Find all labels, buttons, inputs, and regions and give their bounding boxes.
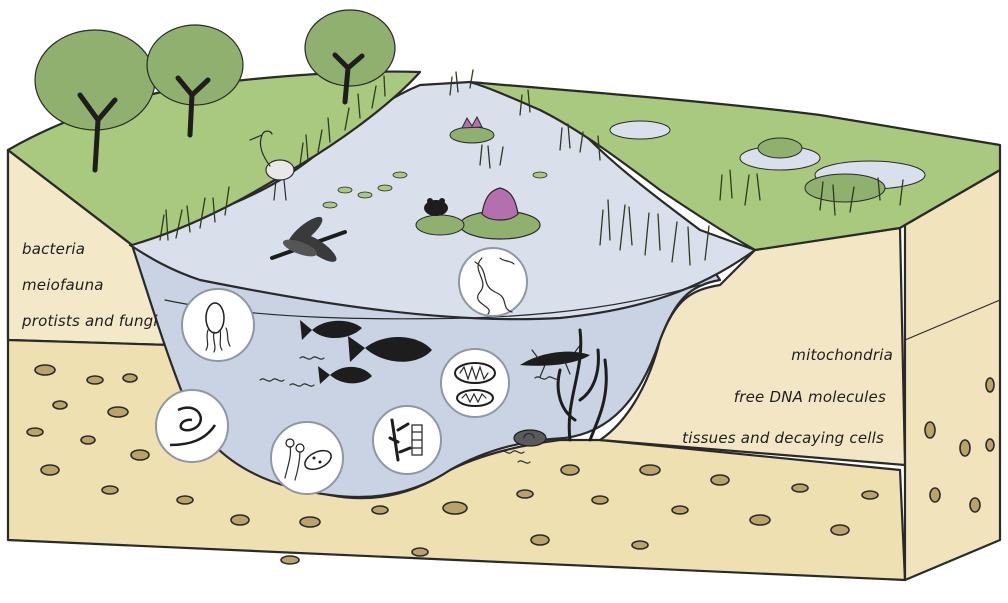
label-protists-and-fungi: protists and fungi [21, 312, 158, 330]
label-meiofauna: meiofauna [22, 276, 104, 294]
stone-icon [412, 548, 428, 556]
stone-icon [792, 484, 808, 492]
inset-diatom [373, 406, 441, 474]
stone-icon [231, 515, 249, 525]
stone-icon [632, 541, 648, 549]
label-free-dna-molecules: free DNA molecules [734, 388, 886, 406]
stone-icon [831, 525, 849, 535]
stone-icon [592, 496, 608, 504]
stone-icon [862, 491, 878, 499]
stone-icon [41, 465, 59, 475]
frog-icon [424, 198, 448, 216]
inset-nematode [156, 390, 228, 462]
label-mitochondria: mitochondria [791, 346, 893, 364]
inset-dna [459, 248, 527, 316]
stone-icon [672, 506, 688, 514]
stone-icon [177, 496, 193, 504]
stone-icon [443, 502, 467, 514]
stone-icon [35, 365, 55, 375]
stone-icon [960, 440, 970, 456]
stone-icon [561, 465, 579, 475]
stone-icon [372, 506, 388, 514]
stone-icon [81, 436, 95, 444]
inset-mitochondrion [441, 349, 509, 417]
snail-icon [514, 430, 546, 446]
stone-icon [930, 488, 940, 502]
stone-icon [750, 515, 770, 525]
stone-icon [300, 517, 320, 527]
stone-icon [517, 490, 533, 498]
inset-protist [182, 289, 254, 361]
stone-icon [986, 439, 994, 451]
stone-icon [640, 465, 660, 475]
stone-icon [27, 428, 43, 436]
stone-icon [925, 422, 935, 438]
stone-icon [970, 498, 980, 512]
stone-icon [53, 401, 67, 409]
stone-icon [281, 556, 299, 564]
stone-icon [108, 407, 128, 417]
stone-icon [711, 475, 729, 485]
label-tissues-and-decaying-cells: tissues and decaying cells [682, 429, 884, 447]
stone-icon [102, 486, 118, 494]
stone-icon [986, 378, 994, 392]
label-bacteria: bacteria [22, 240, 85, 258]
soil-right-face [905, 170, 1000, 580]
stone-icon [131, 450, 149, 460]
stone-icon [123, 374, 137, 382]
stone-icon [87, 376, 103, 384]
inset-fungi [271, 422, 343, 494]
stone-icon [531, 535, 549, 545]
